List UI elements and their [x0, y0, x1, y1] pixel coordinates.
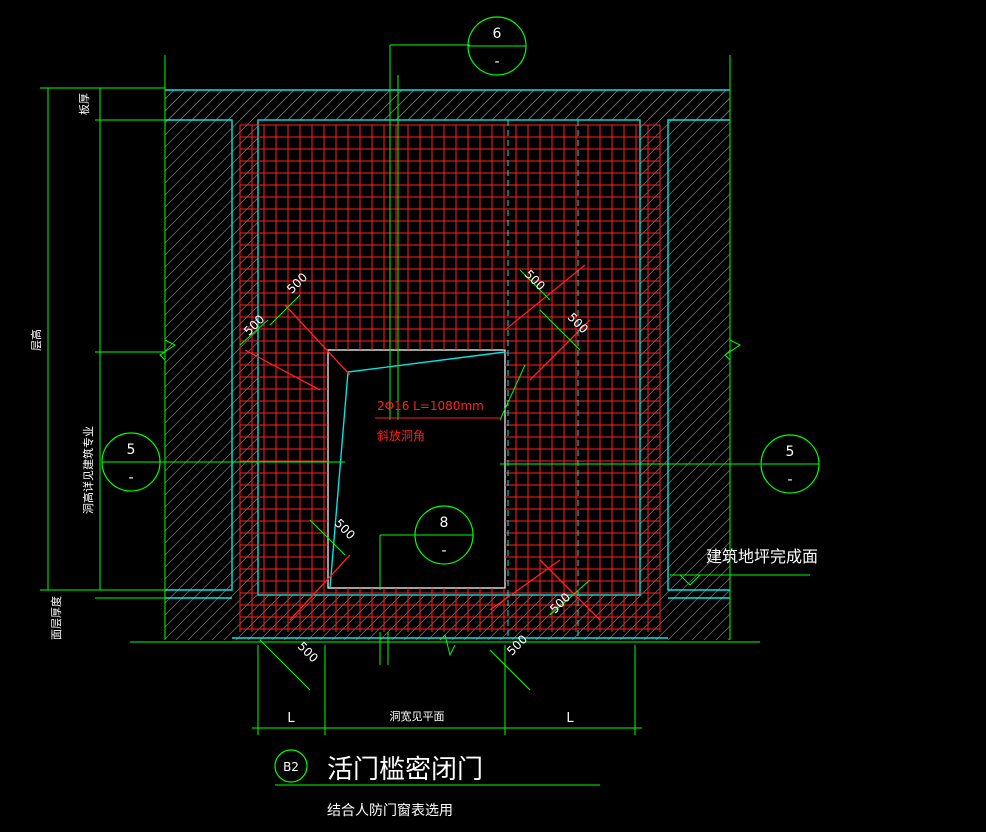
bubble-left-num: 5 — [127, 442, 136, 458]
concrete-section — [165, 90, 730, 640]
rebar-mesh — [239, 124, 661, 632]
rebar-note-line2: 斜放洞角 — [377, 428, 425, 443]
label-floor-height: 层高 — [29, 329, 43, 351]
title-main: 活门槛密闭门 — [327, 755, 483, 785]
bubble-top: 6 - — [467, 16, 527, 76]
floor-finish-label: 建筑地坪完成面 — [706, 547, 818, 566]
dim-bottom-left: L — [287, 711, 295, 726]
top-slab-hatch — [165, 90, 730, 120]
label-slab-thickness: 板厚 — [77, 93, 91, 115]
label-opening-height: 洞高详见建筑专业 — [81, 426, 95, 514]
dim-500-c: 500 — [522, 267, 548, 293]
dim-bottom-right: L — [566, 711, 574, 726]
bubble-right: 5 - — [760, 434, 820, 494]
dim-500-d: 500 — [565, 310, 591, 336]
bubble-right-num: 5 — [786, 444, 795, 460]
wall-hatch — [165, 90, 730, 640]
bubble-center: 8 - — [414, 505, 474, 565]
bubble-right-sub: - — [787, 472, 792, 488]
label-floor-layer: 面层厚度 — [49, 596, 63, 640]
rebar-note-line1: 2Φ16 L=1080mm — [377, 399, 484, 413]
bubble-left-sub: - — [128, 470, 133, 486]
bubble-center-sub: - — [441, 543, 446, 559]
dim-500-f: 500 — [295, 639, 321, 665]
dim-bottom-mid: 洞宽见平面 — [390, 709, 445, 723]
door-leaf — [327, 349, 506, 589]
diagonal-rebars — [244, 264, 601, 621]
title-tag: B2 — [283, 760, 299, 774]
bubble-top-num: 6 — [493, 26, 502, 42]
title-sub: 结合人防门窗表选用 — [327, 802, 453, 819]
dashed-lines — [507, 120, 579, 640]
bubble-center-num: 8 — [440, 515, 449, 531]
bubble-left: 5 - — [101, 432, 161, 492]
door-opening-cyan — [329, 351, 506, 589]
dimension-lines — [40, 44, 810, 786]
title-block: B2 活门槛密闭门 结合人防门窗表选用 — [274, 749, 483, 819]
bubble-top-sub: - — [494, 54, 499, 70]
